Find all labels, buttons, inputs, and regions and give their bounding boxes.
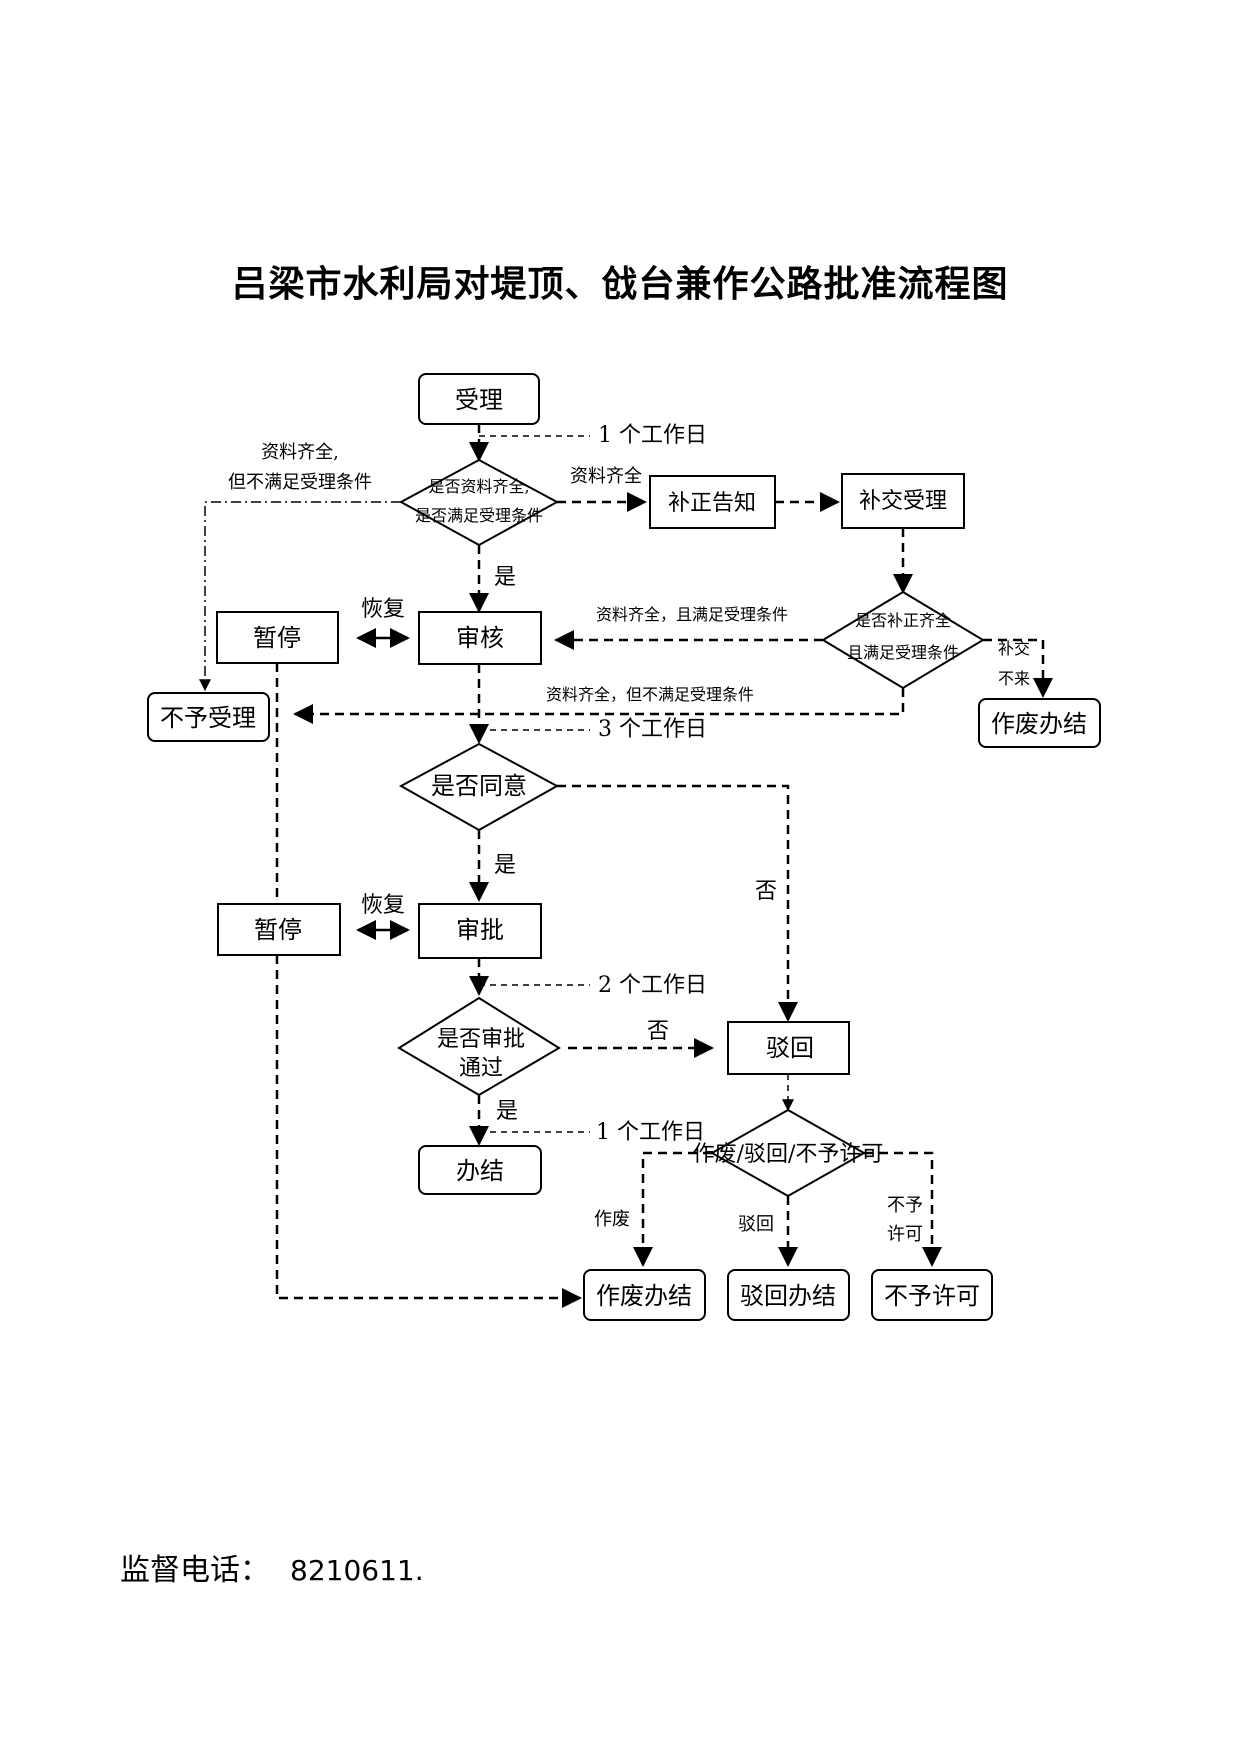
- edge-agree-return: [557, 784, 798, 1022]
- node-notify: 补正告知: [649, 475, 776, 529]
- label-yes1: 是: [494, 565, 516, 590]
- node-return-label: 驳回: [766, 1034, 814, 1062]
- node-pause1: 暂停: [216, 611, 339, 664]
- node-review: 审核: [418, 611, 542, 665]
- label-void: 作废: [594, 1209, 630, 1230]
- node-agree-label: 是否同意: [431, 772, 527, 800]
- node-accept-label: 受理: [455, 386, 503, 414]
- node-review-label: 审核: [456, 624, 504, 652]
- label-yes3: 是: [496, 1099, 518, 1124]
- node-accept: 受理: [418, 373, 540, 425]
- node-check-docs-line2: 是否满足受理条件: [415, 506, 543, 525]
- label-no2: 否: [647, 1019, 669, 1044]
- footer: 监督电话： 8210611.: [120, 1545, 424, 1589]
- edge-check-reject: [199, 501, 401, 692]
- label-ret: 驳回: [738, 1214, 774, 1235]
- node-finish: 办结: [418, 1145, 542, 1195]
- label-deny-1: 不予: [887, 1195, 923, 1216]
- page-title: 吕梁市水利局对堤顶、戗台兼作公路批准流程图: [231, 264, 1009, 305]
- label-day2: 2 个工作日: [598, 973, 707, 998]
- label-resubmit-missing-2: 不来: [998, 669, 1030, 688]
- node-reject-accept-label: 不予受理: [160, 704, 256, 732]
- node-return-end: 驳回办结: [727, 1269, 850, 1321]
- label-day1: 1 个工作日: [598, 423, 707, 448]
- node-void-end-top: 作废办结: [978, 698, 1101, 748]
- label-docs-ok-cond: 资料齐全，且满足受理条件: [596, 605, 788, 624]
- label-day1b: 1 个工作日: [596, 1120, 705, 1145]
- label-resume1: 恢复: [361, 597, 405, 622]
- node-void-end-label: 作废办结: [596, 1282, 692, 1310]
- node-deny: 不予许可: [871, 1269, 993, 1321]
- node-check-docs: 是否资料齐全, 是否满足受理条件: [398, 458, 560, 547]
- edge-checkfix-void: [983, 638, 1053, 698]
- footer-label: 监督电话：: [120, 1553, 270, 1588]
- label-no1: 否: [755, 879, 777, 904]
- node-approve-pass: 是否审批 通过: [397, 996, 561, 1097]
- node-outcome-label: 作废/驳回/不予许可: [693, 1142, 884, 1167]
- node-resubmit: 补交受理: [841, 473, 965, 529]
- node-check-fix-line1: 是否补正齐全: [855, 611, 951, 630]
- node-void-end: 作废办结: [583, 1269, 706, 1321]
- node-outcome: 作废/驳回/不予许可: [693, 1108, 884, 1198]
- node-return: 驳回: [727, 1021, 850, 1075]
- node-return-end-label: 驳回办结: [740, 1282, 836, 1310]
- node-resubmit-label: 补交受理: [859, 489, 947, 514]
- label-docs-ok-no-cond-1: 资料齐全,: [261, 442, 339, 463]
- node-reject-accept: 不予受理: [147, 692, 270, 742]
- label-resume2: 恢复: [361, 893, 405, 918]
- label-docs-complete: 资料齐全: [570, 466, 642, 487]
- label-day3: 3 个工作日: [598, 717, 707, 742]
- node-pause2: 暂停: [217, 903, 341, 956]
- node-check-fix: 是否补正齐全 且满足受理条件: [821, 590, 985, 690]
- edge-outcome-deny: [864, 1151, 942, 1267]
- label-resubmit-missing-1: 补交: [998, 639, 1030, 658]
- label-deny-2: 许可: [887, 1224, 923, 1245]
- node-check-docs-line1: 是否资料齐全,: [428, 477, 529, 496]
- label-yes2: 是: [494, 853, 516, 878]
- node-pause2-label: 暂停: [254, 916, 302, 944]
- node-agree: 是否同意: [398, 742, 560, 832]
- node-approve-pass-line1: 是否审批: [437, 1027, 525, 1052]
- footer-phone: 8210611.: [290, 1554, 424, 1587]
- node-void-end-top-label: 作废办结: [991, 710, 1087, 738]
- node-approve-label: 审批: [456, 916, 504, 944]
- node-deny-label: 不予许可: [884, 1282, 980, 1310]
- label-docs-ok-not-cond: 资料齐全，但不满足受理条件: [546, 685, 754, 704]
- node-finish-label: 办结: [456, 1157, 504, 1185]
- node-pause1-label: 暂停: [253, 624, 301, 652]
- node-check-fix-line2: 且满足受理条件: [847, 643, 959, 662]
- node-approve: 审批: [418, 903, 542, 959]
- edge-outcome-void: [633, 1151, 712, 1267]
- edge-checkfix-reject: [293, 688, 905, 724]
- node-approve-pass-line2: 通过: [459, 1056, 503, 1081]
- label-docs-ok-no-cond-2: 但不满足受理条件: [228, 472, 372, 493]
- node-notify-label: 补正告知: [668, 491, 756, 516]
- edge-pause2-void: [275, 955, 582, 1308]
